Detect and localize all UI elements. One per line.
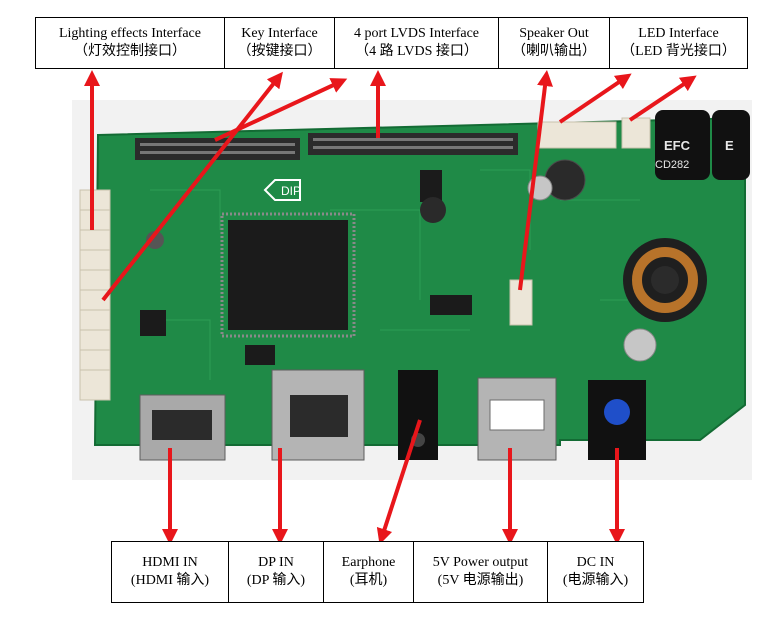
- small-chip-4: [245, 345, 275, 365]
- label-dc-in-zh: (电源输入): [562, 573, 629, 588]
- inductor-1: [544, 159, 586, 201]
- arrows-top: [84, 70, 697, 302]
- bottom-label-row: HDMI IN (HDMI 输入) DP IN (DP 输入) Earphone…: [111, 541, 644, 603]
- small-chip-2: [430, 295, 472, 315]
- dc-jack-ring: [604, 399, 630, 425]
- lvds-pin-header: [308, 133, 518, 155]
- label-speaker-out: Speaker Out （喇叭输出）: [499, 18, 610, 68]
- label-earphone-en: Earphone: [341, 555, 396, 570]
- main-chip: [228, 220, 348, 330]
- label-key-interface-en: Key Interface: [241, 26, 318, 41]
- arrow-led-2: [628, 75, 697, 122]
- arrows-bottom: [162, 419, 625, 545]
- label-lvds-interface-zh: （4 路 LVDS 接口）: [355, 44, 478, 59]
- arrow-earphone: [376, 419, 422, 545]
- speaker-connector-white: [537, 121, 617, 149]
- label-hdmi-in-zh: (HDMI 输入): [130, 573, 210, 588]
- chip-pins: [220, 212, 356, 338]
- capacitor-brand-text-2: E: [725, 138, 734, 153]
- small-chip-1: [140, 310, 166, 336]
- label-lvds-interface: 4 port LVDS Interface （4 路 LVDS 接口）: [335, 18, 499, 68]
- label-led-interface: LED Interface （LED 背光接口）: [610, 18, 747, 68]
- label-key-interface: Key Interface （按键接口）: [225, 18, 335, 68]
- hdmi-port-slot: [152, 410, 212, 440]
- toroid-core: [651, 266, 679, 294]
- label-earphone: Earphone (耳机): [324, 542, 414, 602]
- label-hdmi-in-en: HDMI IN: [142, 555, 198, 570]
- inductor-2: [420, 197, 446, 223]
- label-key-interface-zh: （按键接口）: [237, 44, 322, 59]
- label-lighting-effects-en: Lighting effects Interface: [58, 26, 201, 41]
- label-dp-in-zh: (DP 输入): [246, 573, 306, 588]
- dip-marker: [263, 179, 301, 201]
- small-chip-3: [420, 170, 442, 202]
- usb-port-slot: [489, 399, 545, 431]
- label-hdmi-in: HDMI IN (HDMI 输入): [112, 542, 229, 602]
- label-lighting-effects-zh: （灯效控制接口）: [74, 44, 186, 59]
- label-led-interface-en: LED Interface: [638, 26, 719, 41]
- capacitor-brand-text: EFC: [664, 138, 691, 153]
- label-speaker-out-en: Speaker Out: [519, 26, 589, 41]
- label-dc-in-en: DC IN: [576, 555, 615, 570]
- capacitor-large-1: [655, 110, 710, 180]
- capacitor-large-2: [712, 110, 750, 180]
- label-earphone-zh: (耳机): [349, 573, 388, 588]
- label-speaker-out-zh: （喇叭输出）: [512, 44, 596, 59]
- dip-text: DIP: [281, 184, 301, 198]
- label-lvds-interface-en: 4 port LVDS Interface: [353, 26, 480, 41]
- capacitor-value-text: CD282: [655, 159, 689, 171]
- arrow-speaker: [518, 70, 553, 291]
- toroid-winding: [632, 247, 698, 313]
- label-dc-in: DC IN (电源输入): [548, 542, 643, 602]
- lighting-connector-pins: [80, 209, 110, 371]
- label-led-interface-zh: （LED 背光接口）: [621, 44, 736, 59]
- capacitor-black: [146, 231, 164, 249]
- label-5v-power-output-zh: (5V 电源输出): [437, 573, 524, 588]
- arrow-led-1: [558, 73, 632, 124]
- label-5v-power-output-en: 5V Power output: [432, 555, 529, 570]
- arrow-key-1: [101, 71, 283, 302]
- label-dp-in: DP IN (DP 输入): [229, 542, 324, 602]
- capacitor-medium: [623, 328, 657, 362]
- label-dp-in-en: DP IN: [258, 555, 294, 570]
- top-label-row: Lighting effects Interface （灯效控制接口） Key …: [35, 17, 748, 69]
- dp-port-slot: [290, 395, 348, 437]
- led-connector: [621, 117, 651, 149]
- arrow-key-2: [214, 78, 348, 142]
- label-5v-power-output: 5V Power output (5V 电源输出): [414, 542, 548, 602]
- label-lighting-effects: Lighting effects Interface （灯效控制接口）: [36, 18, 225, 68]
